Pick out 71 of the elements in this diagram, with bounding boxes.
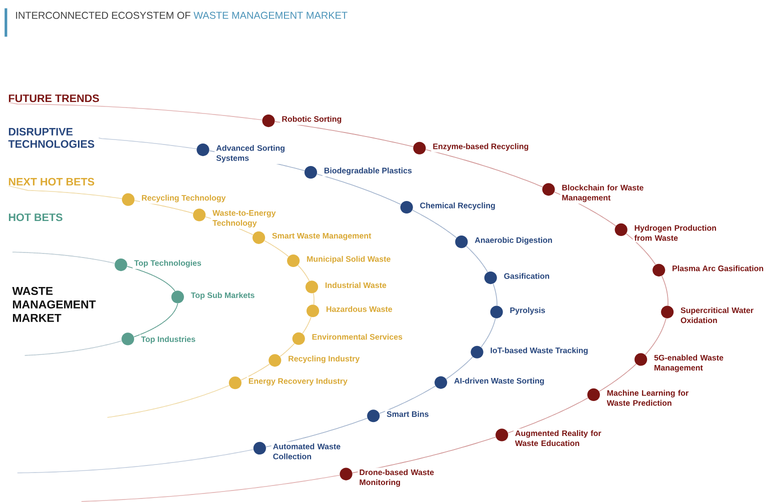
arc-line xyxy=(12,252,116,264)
arc-line xyxy=(492,283,498,306)
center-label: WASTE MANAGEMENT MARKET xyxy=(12,286,96,322)
node-label: IoT-based Waste Tracking xyxy=(490,347,588,355)
arc-line xyxy=(134,200,194,214)
node-label: 5G-enabled Waste Management xyxy=(654,354,724,372)
category-label: HOT BETS xyxy=(8,213,62,222)
arc-line xyxy=(508,398,588,434)
node-label: Hydrogen Production from Waste xyxy=(634,224,716,241)
arc-line xyxy=(379,386,436,414)
arc-line xyxy=(8,185,122,199)
arc-line xyxy=(644,318,666,356)
node-label: Municipal Solid Waste xyxy=(307,256,390,264)
node-label: Plasma Arc Gasification xyxy=(672,265,764,272)
node-label: Gasification xyxy=(504,273,550,279)
node-label: AI-driven Waste Sorting xyxy=(454,378,544,386)
node-label: Augmented Reality for Waste Education xyxy=(515,430,602,446)
arc-line xyxy=(316,174,402,205)
arc-line xyxy=(352,436,496,474)
node-label: Recycling Technology xyxy=(142,194,226,202)
arc-line xyxy=(554,192,616,226)
arc-line xyxy=(446,356,474,380)
title: INTERCONNECTED ECOSYSTEM OF WASTE MANAGEMENT MARKET xyxy=(16,12,348,19)
node-label: Supercritical Water Oxidation xyxy=(680,307,754,324)
arc-line xyxy=(81,474,340,502)
arc-line xyxy=(107,385,230,418)
node-label: Energy Recovery Industry xyxy=(248,378,348,386)
node-label: Machine Learning for Waste Prediction xyxy=(606,390,688,406)
arc-line xyxy=(264,240,289,257)
node-label: Chemical Recycling xyxy=(420,202,495,210)
category-label: DISRUPTIVE TECHNOLOGIES xyxy=(8,128,94,148)
node-label: Automated Waste Collection xyxy=(273,443,340,460)
node-label: Environmental Services xyxy=(312,334,402,340)
arc-line xyxy=(412,210,457,238)
arc-line xyxy=(302,316,312,334)
category-label: NEXT HOT BETS xyxy=(8,178,94,186)
arc-line xyxy=(661,276,668,306)
node-label: Drone-based Waste Monitoring xyxy=(360,469,434,487)
node-label: Smart Waste Management xyxy=(272,232,372,240)
arc-line xyxy=(466,246,488,272)
node-label: Biodegradable Plastics xyxy=(324,168,412,175)
arc-line xyxy=(24,340,122,356)
arc-line xyxy=(280,343,295,357)
arc-line xyxy=(16,449,254,474)
arc-line xyxy=(134,303,178,338)
arc-line xyxy=(98,137,197,150)
category-label: FUTURE TRENDS xyxy=(8,94,99,102)
arc-line xyxy=(126,266,176,292)
node-label: Enzyme-based Recycling xyxy=(433,143,528,151)
arc-line xyxy=(240,364,270,380)
node-label: Top Sub Markets xyxy=(190,292,254,300)
node-label: Top Technologies xyxy=(134,260,202,268)
node-label: Waste-to-Energy Technology xyxy=(212,210,276,228)
node-label: Smart Bins xyxy=(386,411,428,417)
arc-line xyxy=(205,216,254,236)
arc-line xyxy=(298,264,310,282)
arc-line xyxy=(266,418,368,448)
node-label: Recycling Industry xyxy=(288,356,360,364)
node-label: Industrial Waste xyxy=(326,282,386,288)
node-label: Hazardous Waste xyxy=(326,306,392,312)
arc-line xyxy=(274,121,414,147)
node-label: Robotic Sorting xyxy=(282,116,342,124)
node-label: Anaerobic Digestion xyxy=(474,237,552,245)
arc-line xyxy=(312,292,314,305)
arc-line xyxy=(598,364,637,392)
arc-line xyxy=(480,318,496,348)
node-label: Pyrolysis xyxy=(510,307,546,315)
node-label: Blockchain for Waste Management xyxy=(562,184,644,202)
node-label: Top Industries xyxy=(141,336,196,344)
arc-line xyxy=(626,233,656,265)
arc-line xyxy=(425,149,543,188)
